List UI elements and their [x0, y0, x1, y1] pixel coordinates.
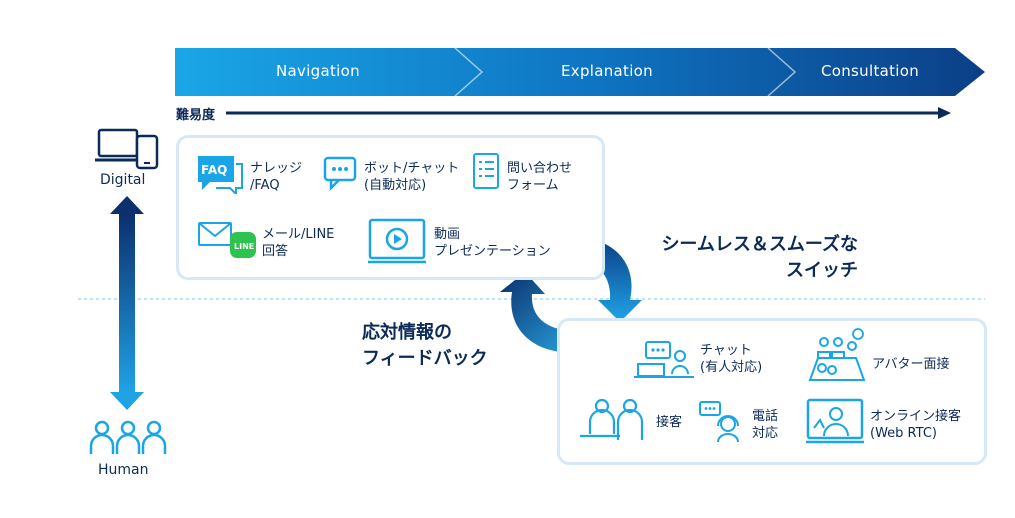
avatar-meeting-icon	[808, 328, 866, 381]
faq-bubble-icon: FAQ	[198, 156, 243, 194]
online-video-call-icon	[806, 398, 864, 444]
people-group-icon	[89, 420, 167, 454]
seamless-switch-callout: シームレス＆スムーズなスイッチ	[661, 234, 858, 281]
line-badge-text: LINE	[234, 242, 254, 251]
inquiry-form-label: 問い合わせフォーム	[507, 161, 573, 193]
axis-human-label: Human	[98, 462, 149, 478]
staffed-chat-label: チャット(有人対応)	[700, 343, 763, 375]
video-presentation-label: 動画プレゼンテーション	[434, 227, 551, 259]
axis-digital-label: Digital	[100, 172, 146, 188]
video-play-icon	[368, 218, 426, 264]
difficulty-arrowhead	[938, 107, 951, 119]
bot-chat-label: ボット/チャット(自動対応)	[364, 161, 460, 193]
phone-support-label: 電話対応	[752, 409, 779, 441]
chevron-divider-2	[767, 47, 797, 97]
in-person-service-icon	[580, 398, 644, 440]
form-document-icon	[473, 153, 499, 189]
digital-human-axis-arrow	[110, 196, 144, 410]
chat-bot-icon	[323, 156, 357, 192]
stage-explanation: Explanation	[561, 62, 653, 80]
laptop-phone-icon	[95, 128, 159, 170]
faq-badge-text: FAQ	[201, 163, 227, 177]
human-channels-box	[557, 318, 987, 465]
agent-chat-icon	[634, 341, 694, 378]
mail-line-icon: LINE	[198, 222, 256, 258]
stage-navigation: Navigation	[276, 62, 360, 80]
stage-consultation: Consultation	[821, 62, 920, 80]
faq-label: ナレッジ/FAQ	[250, 161, 303, 193]
chevron-divider-1	[454, 47, 484, 97]
in-person-label: 接客	[656, 415, 683, 430]
feedback-callout: 応対情報のフィードバック	[362, 322, 488, 369]
difficulty-label: 難易度	[176, 108, 216, 123]
avatar-interview-label: アバター面接	[872, 357, 950, 372]
online-service-label: オンライン接客(Web RTC)	[870, 409, 962, 441]
headset-operator-icon	[699, 401, 739, 443]
